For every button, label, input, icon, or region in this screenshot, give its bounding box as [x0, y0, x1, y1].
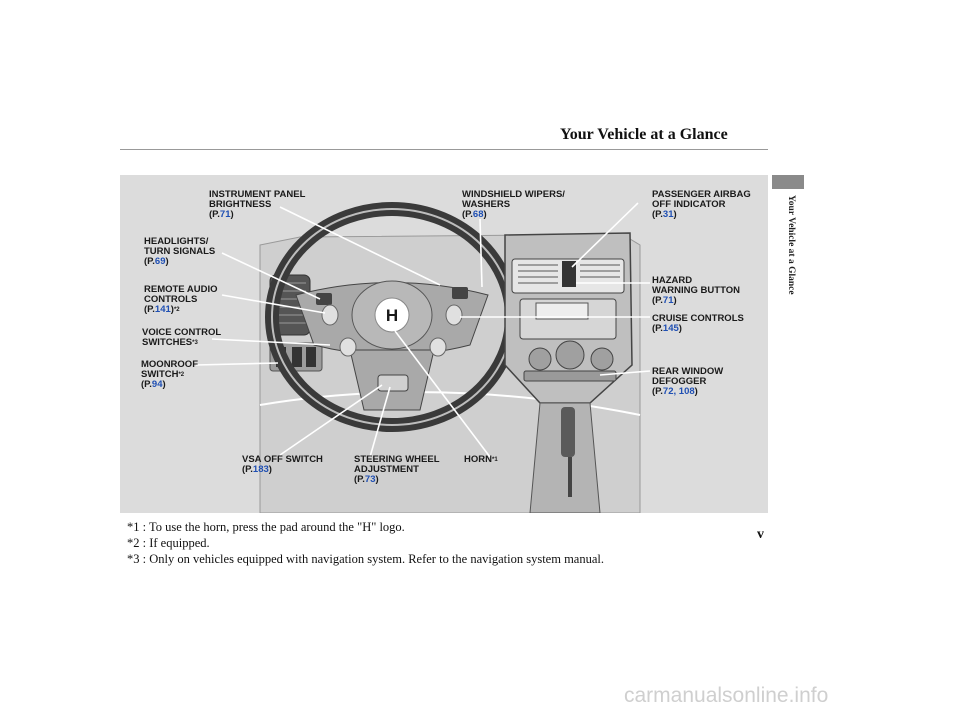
- label-vsa-off: VSA OFF SWITCH (P.183): [242, 454, 323, 475]
- page-ref-link[interactable]: 108: [678, 386, 695, 397]
- watermark: carmanualsonline.info: [624, 684, 829, 707]
- page-ref-link[interactable]: 69: [154, 256, 166, 267]
- page-ref-link[interactable]: 71: [662, 295, 674, 306]
- page-ref-link[interactable]: 72: [662, 386, 674, 397]
- footnote-2: *2 : If equipped.: [127, 536, 210, 550]
- steering-wheel: H: [265, 202, 519, 432]
- center-console: [504, 232, 633, 513]
- label-windshield-wipers: WINDSHIELD WIPERS/ WASHERS (P.68): [462, 189, 565, 220]
- page-ref-link[interactable]: 73: [364, 474, 376, 485]
- page-ref-link[interactable]: 141: [154, 304, 171, 315]
- label-moonroof: MOONROOF SWITCH*2 (P.94): [141, 359, 198, 390]
- dashboard-illustration: H: [195, 202, 651, 513]
- label-remote-audio: REMOTE AUDIO CONTROLS (P.141)*2: [144, 284, 218, 315]
- label-hazard: HAZARD WARNING BUTTON (P.71): [652, 275, 740, 306]
- honda-logo-icon: [374, 297, 410, 333]
- sidebar-section-label: Your Vehicle at a Glance: [786, 195, 796, 295]
- page-ref-link[interactable]: 71: [219, 209, 231, 220]
- page-ref-link[interactable]: 31: [662, 209, 674, 220]
- label-voice-control: VOICE CONTROL SWITCHES*3: [142, 327, 222, 348]
- label-cruise: CRUISE CONTROLS (P.145): [652, 313, 744, 334]
- page-number: v: [757, 527, 764, 542]
- page-ref-link[interactable]: 145: [662, 323, 679, 334]
- page-ref-link[interactable]: 183: [252, 464, 269, 475]
- page-ref-link[interactable]: 68: [472, 209, 484, 220]
- page-ref-link[interactable]: 94: [151, 379, 163, 390]
- label-headlights: HEADLIGHTS/ TURN SIGNALS (P.69): [144, 236, 216, 267]
- page-title: Your Vehicle at a Glance: [560, 126, 728, 143]
- svg-text:H: H: [386, 306, 398, 325]
- label-passenger-airbag: PASSENGER AIRBAG OFF INDICATOR (P.31): [652, 189, 751, 220]
- label-rear-window-defogger: REAR WINDOW DEFOGGER (P.72, 108): [652, 366, 724, 397]
- dashboard-illustration-panel: H: [120, 175, 768, 513]
- label-instrument-panel-brightness: INSTRUMENT PANEL BRIGHTNESS (P.71): [209, 189, 306, 220]
- footnote-1: *1 : To use the horn, press the pad arou…: [127, 520, 405, 534]
- label-horn: HORN*1: [464, 454, 498, 465]
- footnote-3: *3 : Only on vehicles equipped with navi…: [127, 552, 604, 566]
- label-steering-adjustment: STEERING WHEEL ADJUSTMENT (P.73): [354, 454, 440, 485]
- section-tab: [772, 175, 804, 189]
- header-rule: [120, 149, 768, 150]
